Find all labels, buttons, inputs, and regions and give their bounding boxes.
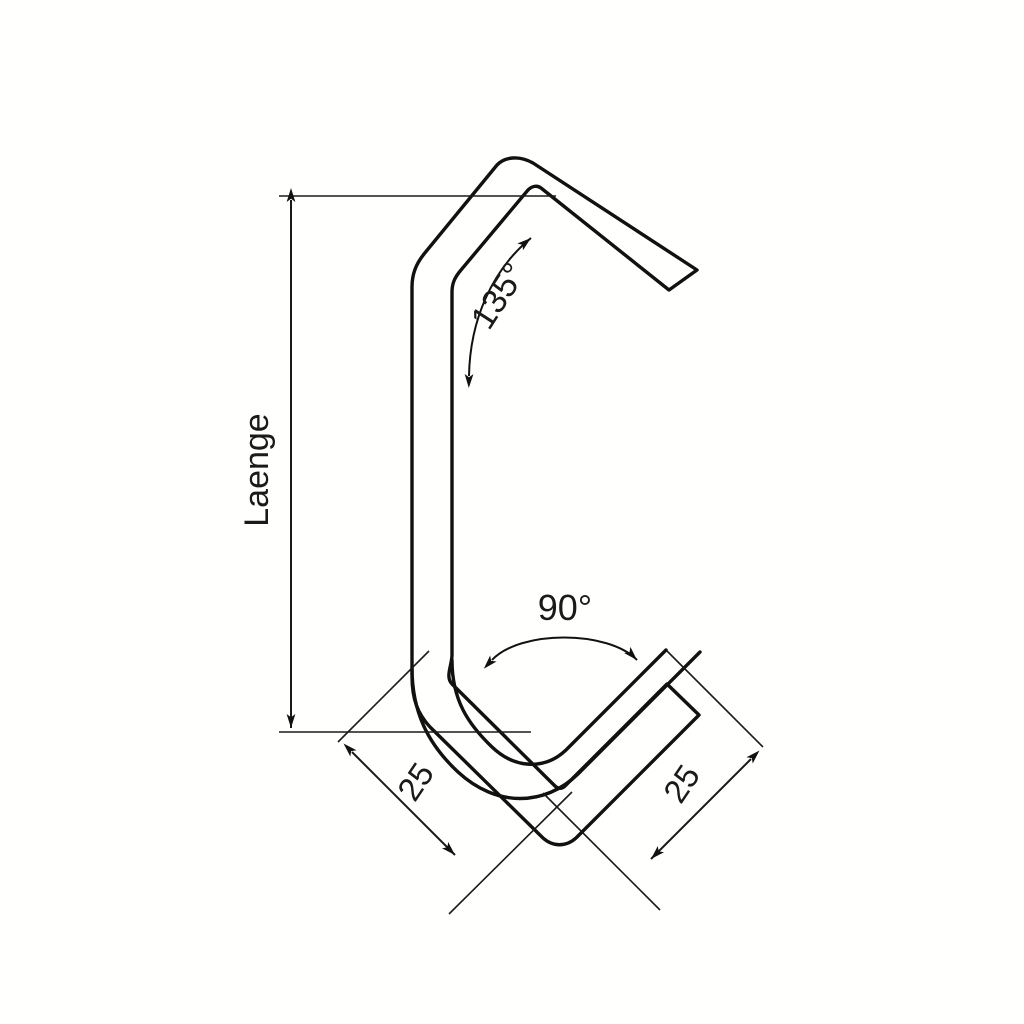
left-leg-extension-a bbox=[337, 650, 430, 743]
left-leg-dimension-label: 25 bbox=[390, 756, 441, 807]
bottom-bend-angle bbox=[483, 636, 638, 669]
left-leg-extension-b bbox=[448, 791, 573, 915]
v-valley-outer bbox=[410, 650, 702, 801]
angle-90-label: 90° bbox=[538, 587, 592, 628]
angle-90-arc bbox=[483, 636, 638, 669]
part-detail-strokes bbox=[410, 648, 702, 801]
right-leg-dimension bbox=[542, 650, 764, 911]
part-outline bbox=[410, 156, 701, 847]
right-leg-extension-b bbox=[542, 792, 661, 911]
angle-135-label: 135° bbox=[464, 256, 534, 336]
angle-135-arc bbox=[464, 237, 532, 388]
part-outer-contour bbox=[410, 156, 701, 847]
left-leg-dimension bbox=[337, 650, 573, 915]
v-valley-inner bbox=[450, 648, 668, 766]
length-dimension-label: Laenge bbox=[238, 413, 276, 526]
right-leg-extension-a bbox=[666, 650, 764, 748]
left-leg-dimension-line bbox=[343, 743, 456, 856]
overall-length-dimension bbox=[279, 188, 556, 733]
top-bend-angle bbox=[464, 237, 532, 388]
right-leg-dimension-label: 25 bbox=[656, 758, 707, 809]
right-leg-dimension-line bbox=[650, 750, 760, 860]
